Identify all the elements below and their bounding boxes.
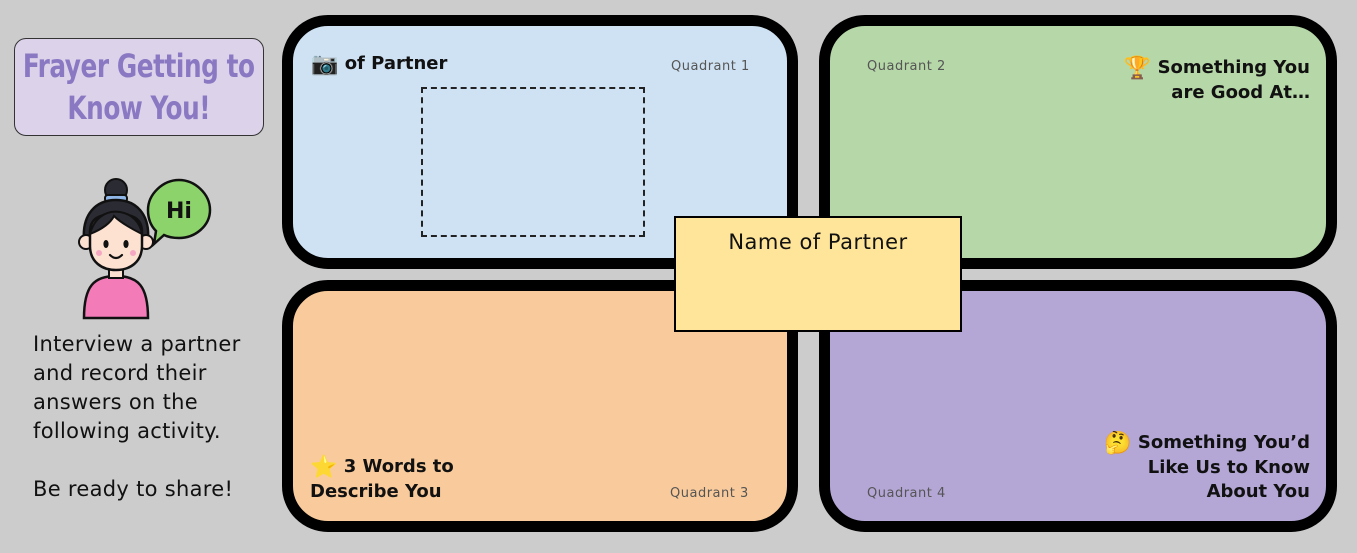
quadrant-2-heading-line-2: are Good At… bbox=[1171, 82, 1310, 103]
instruction-line: following activity. bbox=[33, 419, 221, 443]
quadrant-3-label: Quadrant 3 bbox=[670, 486, 749, 501]
quadrant-3-heading: ⭐ 3 Words to Describe You bbox=[310, 455, 454, 504]
photo-placeholder[interactable] bbox=[421, 87, 645, 237]
quadrant-3-heading-line-2: Describe You bbox=[310, 481, 442, 502]
quadrant-2-heading-line-1: Something You bbox=[1157, 57, 1310, 78]
speech-bubble-text: Hi bbox=[166, 199, 192, 224]
title-box: Frayer Getting to Know You! bbox=[14, 38, 264, 136]
quadrant-1-heading: 📷 of Partner bbox=[311, 52, 447, 77]
quadrant-2[interactable]: Quadrant 2 🏆 Something You are Good At… bbox=[819, 15, 1337, 269]
title-line-1: Frayer Getting to bbox=[23, 47, 255, 85]
quadrant-2-heading: 🏆 Something You are Good At… bbox=[1124, 56, 1310, 105]
quadrant-4-heading-line-1: Something You’d bbox=[1137, 432, 1310, 453]
quadrant-4-heading: 🤔 Something You’d Like Us to Know About … bbox=[1104, 431, 1310, 504]
girl-avatar-icon: Hi bbox=[78, 178, 212, 320]
instruction-line: answers on the bbox=[33, 390, 198, 414]
thinking-face-icon: 🤔 bbox=[1104, 431, 1132, 456]
instruction-line: Interview a partner bbox=[33, 332, 241, 356]
quadrant-4-label: Quadrant 4 bbox=[867, 486, 946, 501]
quadrant-4-heading-line-2: Like Us to Know bbox=[1147, 457, 1310, 478]
partner-name-label: Name of Partner bbox=[728, 230, 908, 254]
instruction-line: and record their bbox=[33, 361, 207, 385]
partner-name-box[interactable]: Name of Partner bbox=[674, 216, 962, 332]
quadrant-3[interactable]: ⭐ 3 Words to Describe You Quadrant 3 bbox=[282, 280, 798, 532]
page-title: Frayer Getting to Know You! bbox=[23, 45, 255, 129]
instruction-share: Be ready to share! bbox=[33, 477, 234, 501]
quadrant-3-heading-line-1: 3 Words to bbox=[343, 456, 454, 477]
trophy-icon: 🏆 bbox=[1123, 56, 1152, 81]
camera-icon: 📷 bbox=[311, 52, 339, 77]
star-icon: ⭐ bbox=[310, 455, 338, 480]
quadrant-1-heading-text: of Partner bbox=[344, 53, 448, 74]
quadrant-4-heading-line-3: About You bbox=[1206, 481, 1310, 502]
quadrant-1-label: Quadrant 1 bbox=[671, 59, 750, 74]
quadrant-2-label: Quadrant 2 bbox=[867, 59, 946, 74]
title-line-2: Know You! bbox=[67, 89, 211, 127]
instructions: Interview a partner and record their ans… bbox=[33, 330, 273, 504]
